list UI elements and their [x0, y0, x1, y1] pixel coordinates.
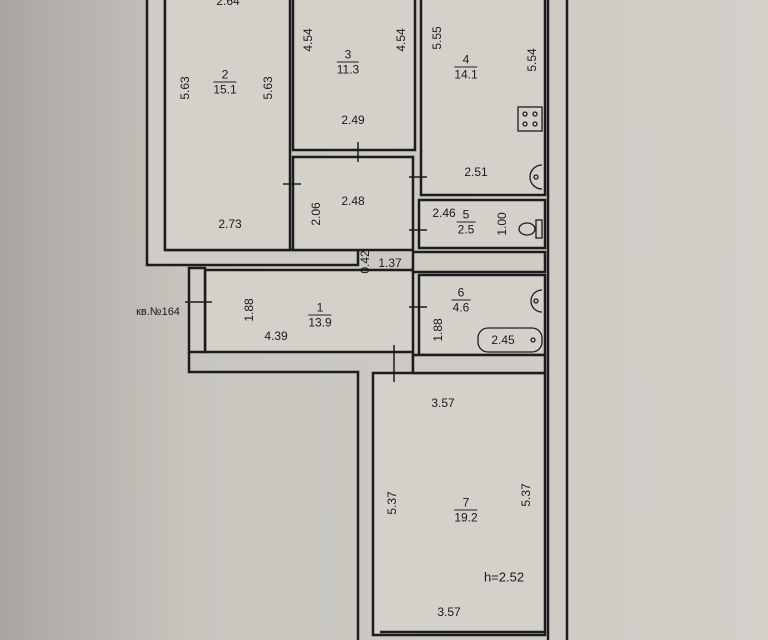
dim: 2.06 — [309, 202, 323, 226]
dim: 5.37 — [519, 483, 533, 507]
dim: 3.57 — [437, 605, 461, 619]
dim: 4.39 — [264, 329, 288, 343]
dim: 4.54 — [301, 28, 315, 52]
dim: 2.64 — [216, 0, 240, 8]
dim: 1.37 — [378, 256, 402, 270]
dim: 1.00 — [495, 212, 509, 236]
dim: 5.63 — [261, 76, 275, 100]
wall-bottom-right — [411, 353, 547, 375]
dim: 2.46 — [432, 206, 456, 220]
dim: 0.42 — [358, 250, 372, 274]
room-4 — [419, 0, 547, 197]
closet — [291, 155, 415, 252]
wall-mid-right — [411, 250, 547, 274]
room-2 — [163, 0, 292, 252]
bathtub-icon — [477, 327, 543, 353]
toilet-icon — [518, 219, 543, 239]
sink-icon — [529, 164, 543, 190]
dim: 5.55 — [430, 26, 444, 50]
dim: 4.54 — [394, 28, 408, 52]
dim: 5.37 — [385, 491, 399, 515]
sink-icon-bath — [530, 289, 543, 313]
dim: 2.49 — [341, 113, 365, 127]
dim: 5.54 — [525, 48, 539, 72]
entrance-wall — [187, 266, 207, 354]
dim: 3.57 — [431, 396, 455, 410]
dim: 2.45 — [491, 333, 515, 347]
stove-icon — [517, 106, 543, 132]
room-6 — [417, 273, 547, 357]
dim: 2.51 — [464, 165, 488, 179]
dim: 5.63 — [178, 76, 192, 100]
dim: 2.48 — [341, 194, 365, 208]
dim: 1.88 — [242, 298, 256, 322]
dim: 1.88 — [431, 318, 445, 342]
apartment-label: кв.№164 — [136, 306, 180, 318]
room-3 — [291, 0, 417, 152]
dim: 2.73 — [218, 217, 242, 231]
ceiling-height: h=2.52 — [483, 569, 525, 585]
room-1 — [203, 268, 415, 354]
